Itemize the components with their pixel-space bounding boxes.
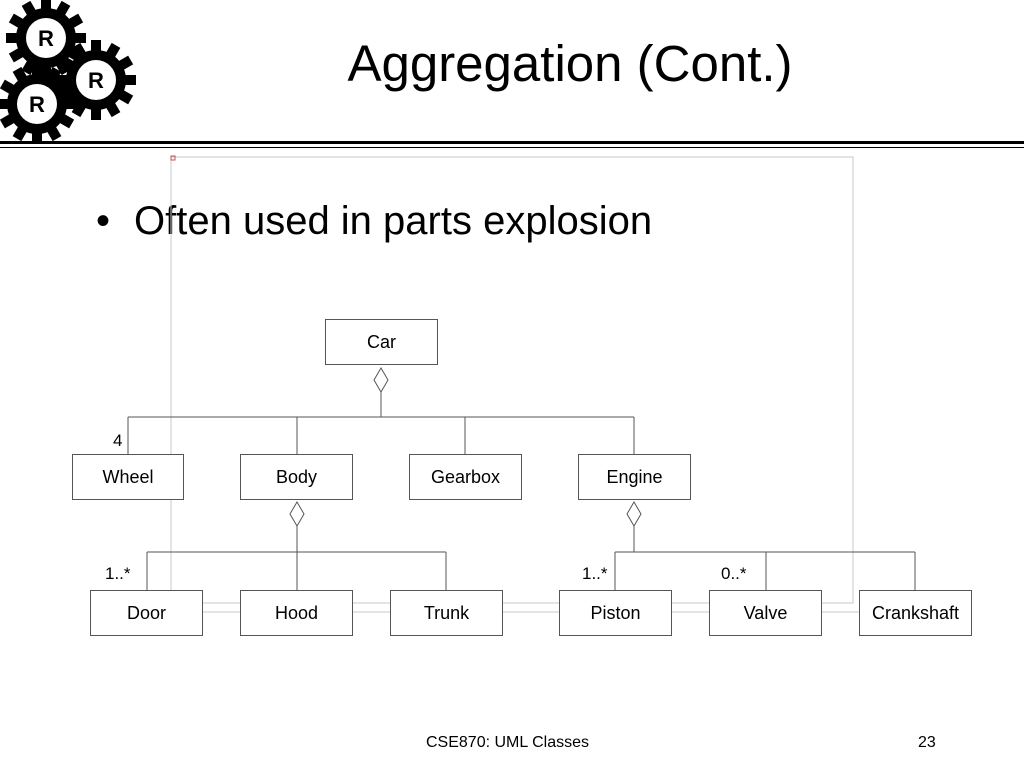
class-wheel: Wheel bbox=[72, 454, 184, 500]
footer-page-number: 23 bbox=[918, 734, 936, 751]
class-door: Door bbox=[90, 590, 203, 636]
multiplicity-piston: 1..* bbox=[582, 564, 608, 583]
class-valve: Valve bbox=[709, 590, 822, 636]
multiplicity-door: 1..* bbox=[105, 564, 131, 583]
car-aggregation-lines bbox=[127, 367, 635, 454]
body-aggregation-diamond bbox=[289, 501, 305, 527]
embedded-frame-marker bbox=[170, 155, 176, 161]
class-body: Body bbox=[240, 454, 353, 500]
gears-logo: R R R bbox=[0, 0, 136, 144]
bullet-item: • Often used in parts explosion bbox=[96, 196, 652, 246]
class-engine: Engine bbox=[578, 454, 691, 500]
embedded-frame bbox=[170, 156, 854, 604]
multiplicity-valve: 0..* bbox=[721, 564, 747, 583]
class-car: Car bbox=[325, 319, 438, 365]
engine-aggregation-diamond bbox=[626, 501, 642, 527]
title-divider-thin bbox=[0, 147, 1024, 148]
bullet-text: Often used in parts explosion bbox=[134, 199, 653, 243]
multiplicity-wheel: 4 bbox=[113, 431, 123, 450]
class-gearbox: Gearbox bbox=[409, 454, 522, 500]
footer-course: CSE870: UML Classes bbox=[426, 734, 590, 751]
diagram-connectors bbox=[127, 155, 916, 613]
slide-title: Aggregation (Cont.) bbox=[347, 35, 793, 92]
title-divider-thick bbox=[0, 141, 1024, 144]
class-hood: Hood bbox=[240, 590, 353, 636]
logo-letter-bottom: R bbox=[29, 92, 45, 117]
class-piston: Piston bbox=[559, 590, 672, 636]
bullet-dot: • bbox=[96, 199, 111, 243]
car-aggregation-diamond bbox=[373, 367, 389, 393]
logo-letter-top: R bbox=[38, 26, 54, 51]
class-trunk: Trunk bbox=[390, 590, 503, 636]
engine-aggregation-lines bbox=[614, 501, 916, 590]
class-crankshaft: Crankshaft bbox=[859, 590, 972, 636]
uml-aggregation-diagram: Car Wheel Body Gearbox Engine Door Hood … bbox=[0, 150, 1024, 670]
logo-letter-right: R bbox=[88, 68, 104, 93]
body-aggregation-lines bbox=[146, 501, 447, 590]
